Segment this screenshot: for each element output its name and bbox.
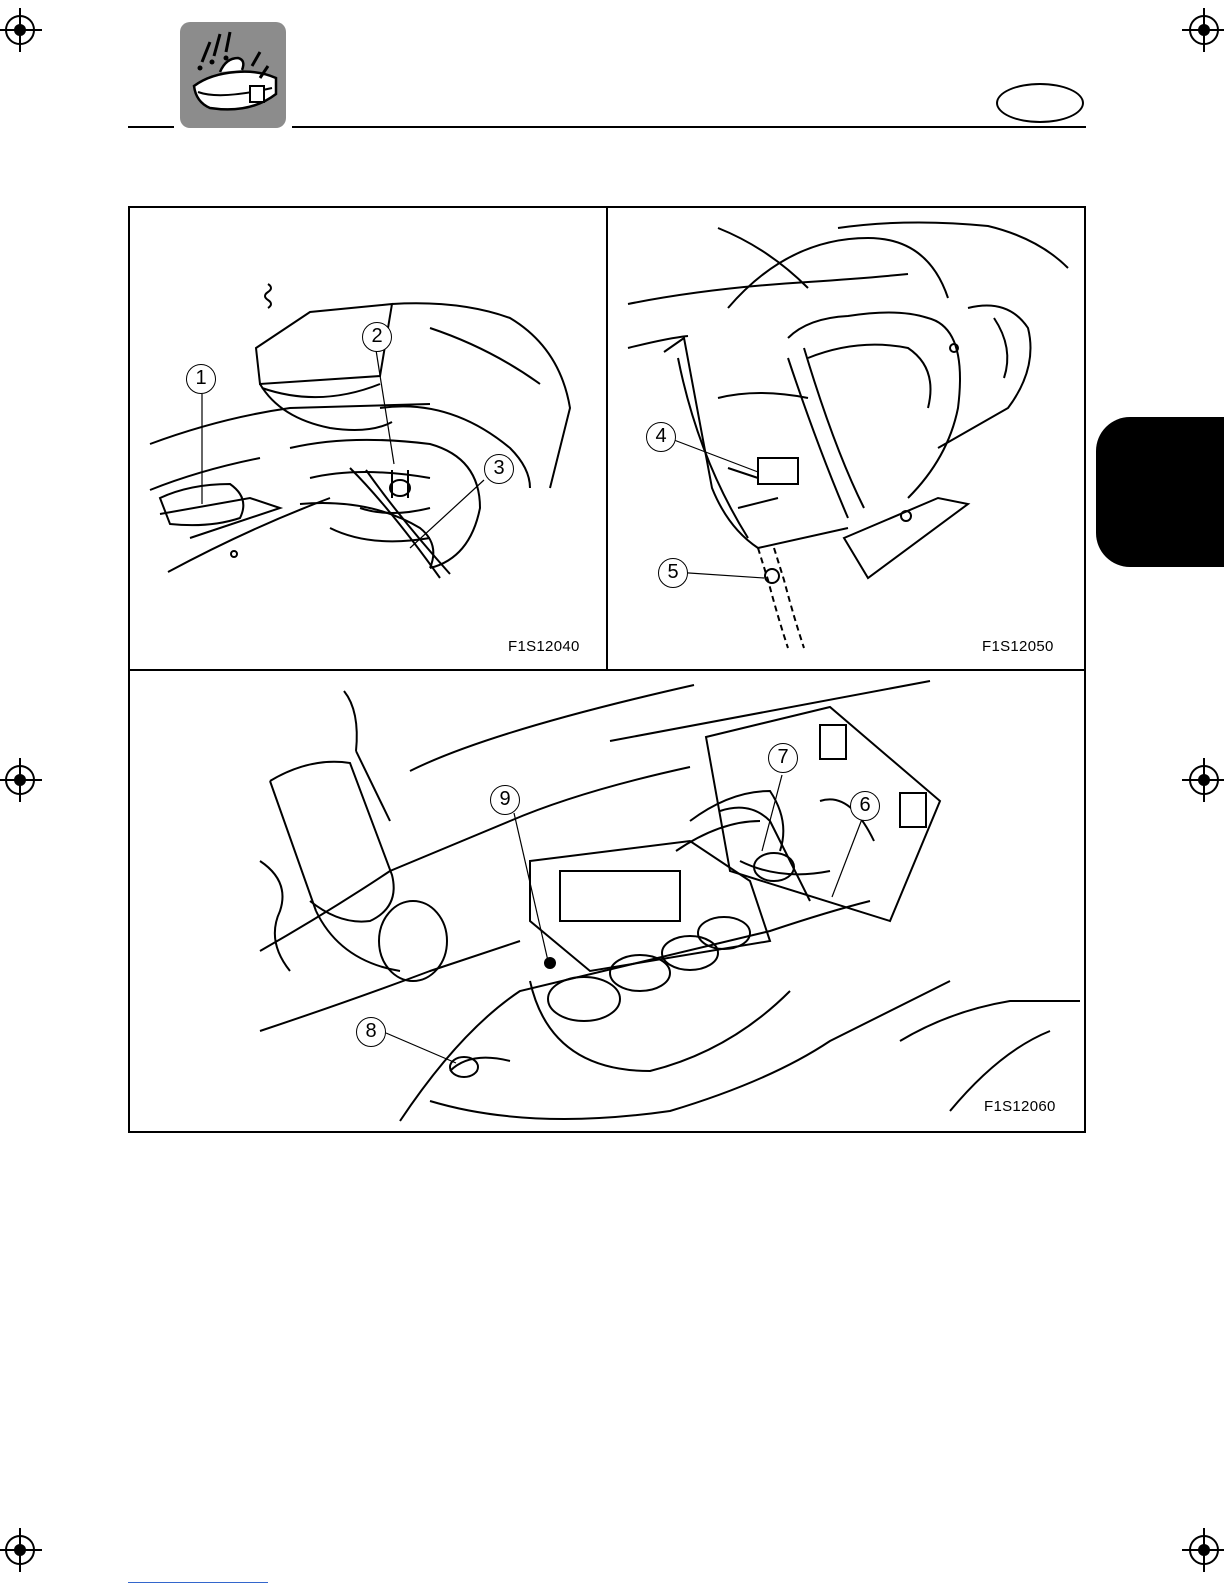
figure-panel-2: 4 5 F1S12050 bbox=[608, 208, 1084, 669]
figure-panel-1: 1 2 3 F1S12040 bbox=[130, 208, 606, 669]
callout-7: 7 bbox=[768, 743, 798, 773]
registration-mark-mid-left bbox=[0, 758, 42, 802]
callout-8: 8 bbox=[356, 1017, 386, 1047]
figure-code: F1S12050 bbox=[982, 638, 1054, 655]
language-badge bbox=[996, 83, 1084, 123]
registration-mark-top-right bbox=[1182, 8, 1224, 52]
illustration-seat-storage bbox=[130, 208, 606, 669]
figure-code: F1S12040 bbox=[508, 638, 580, 655]
illustration-front-compartment bbox=[608, 208, 1084, 669]
watercraft-maintenance-icon bbox=[180, 22, 286, 128]
callout-6: 6 bbox=[850, 791, 880, 821]
registration-mark-bottom-left bbox=[0, 1528, 42, 1572]
callout-3: 3 bbox=[484, 454, 514, 484]
illustration-engine-compartment bbox=[130, 671, 1084, 1131]
callout-2: 2 bbox=[362, 322, 392, 352]
chapter-side-tab bbox=[1096, 417, 1224, 567]
header-rule-left bbox=[128, 126, 174, 128]
registration-mark-bottom-right bbox=[1182, 1528, 1224, 1572]
callout-9: 9 bbox=[490, 785, 520, 815]
footer-rule bbox=[128, 1582, 268, 1583]
callout-4: 4 bbox=[646, 422, 676, 452]
callout-5: 5 bbox=[658, 558, 688, 588]
figure-panel-3: 6 7 8 9 F1S12060 bbox=[130, 671, 1084, 1131]
registration-mark-top-left bbox=[0, 8, 42, 52]
registration-mark-mid-right bbox=[1182, 758, 1224, 802]
figure-code: F1S12060 bbox=[984, 1098, 1056, 1115]
header-rule-right bbox=[292, 126, 1086, 128]
callout-1: 1 bbox=[186, 364, 216, 394]
